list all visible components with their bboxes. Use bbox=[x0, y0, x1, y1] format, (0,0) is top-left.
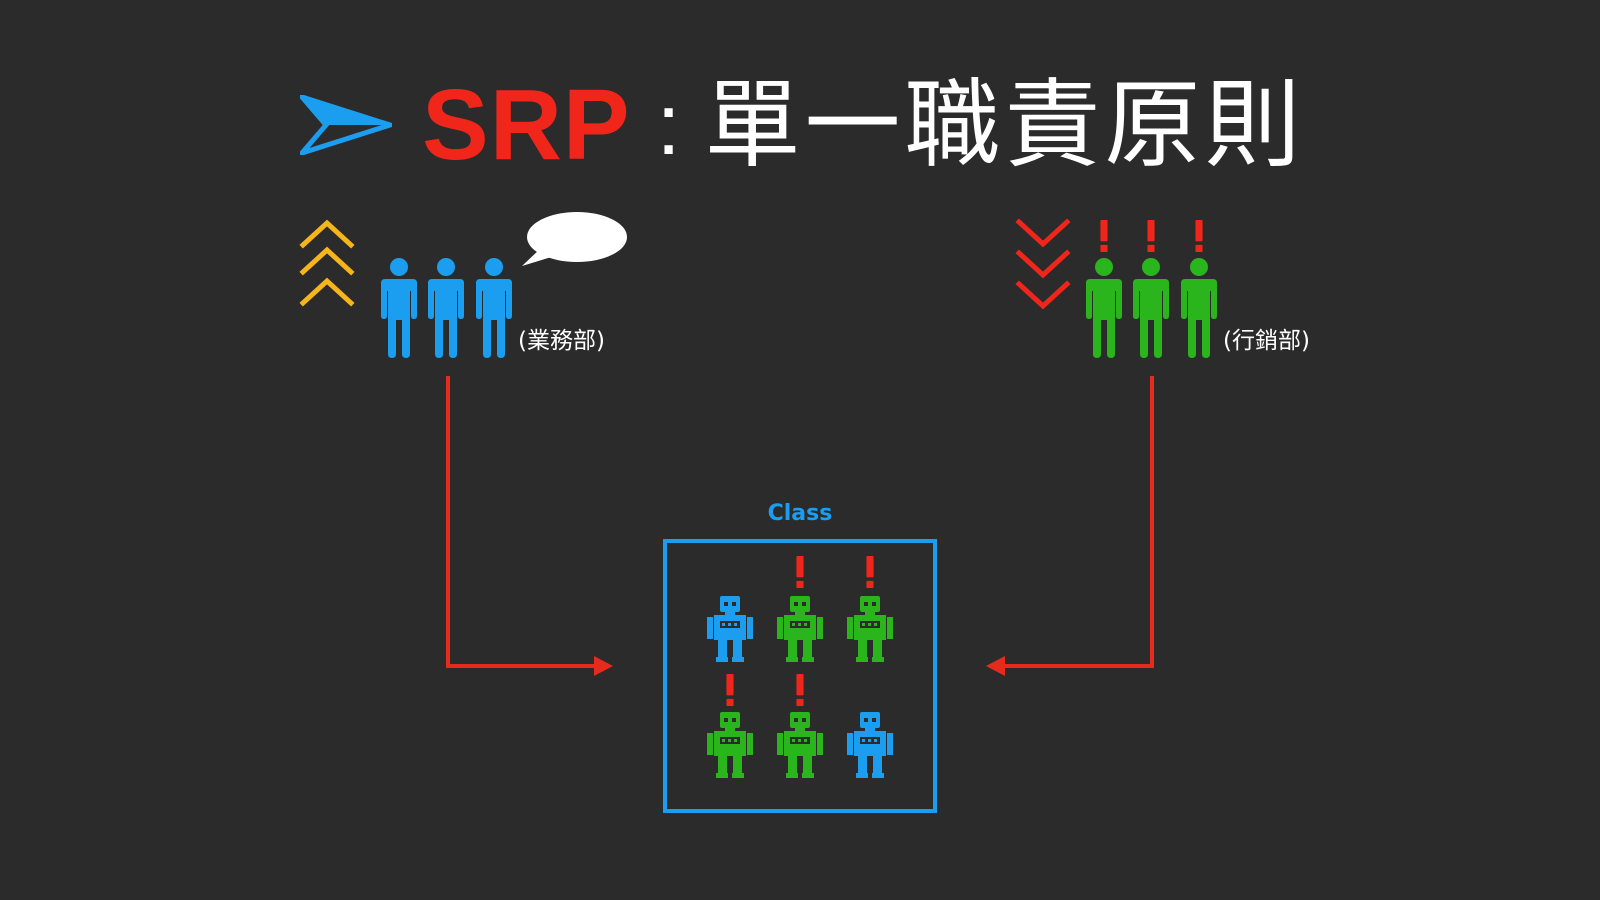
person-icon bbox=[1181, 258, 1217, 358]
priority-down-chevrons-icon bbox=[1015, 218, 1071, 310]
robot-icon bbox=[707, 712, 753, 778]
robot-icon bbox=[707, 596, 753, 662]
connector-right bbox=[986, 376, 1154, 676]
robot-icon bbox=[847, 712, 893, 778]
exclamation-icon bbox=[796, 556, 804, 588]
connector-left bbox=[446, 376, 613, 676]
arrowhead-right-icon bbox=[594, 656, 613, 676]
person-icon bbox=[428, 258, 464, 358]
arrowhead-icon bbox=[300, 95, 392, 155]
exclamation-icon bbox=[796, 674, 804, 706]
sales-team-icon bbox=[381, 258, 512, 358]
class-label: Class bbox=[767, 501, 833, 526]
sales-department-label: (業務部) bbox=[518, 328, 605, 354]
person-icon bbox=[476, 258, 512, 358]
person-icon bbox=[1133, 258, 1169, 358]
person-icon bbox=[1086, 258, 1122, 358]
class-box bbox=[663, 539, 937, 813]
speech-bubble-icon bbox=[522, 212, 627, 266]
slide-title: SRP : 單一職責原則 bbox=[300, 70, 1305, 180]
priority-up-chevrons-icon bbox=[299, 219, 355, 307]
exclamation-icon bbox=[1147, 220, 1155, 252]
alert-icons bbox=[1100, 220, 1203, 252]
arrowhead-left-icon bbox=[986, 656, 1005, 676]
robot-icon bbox=[847, 596, 893, 662]
title-separator: : bbox=[656, 77, 681, 173]
marketing-department-label: (行銷部) bbox=[1223, 328, 1310, 354]
exclamation-icon bbox=[1100, 220, 1108, 252]
title-abbreviation: SRP bbox=[422, 69, 631, 181]
robot-icon bbox=[777, 712, 823, 778]
robot-icon bbox=[777, 596, 823, 662]
exclamation-icon bbox=[1195, 220, 1203, 252]
person-icon bbox=[381, 258, 417, 358]
exclamation-icon bbox=[866, 556, 874, 588]
title-text: 單一職責原則 bbox=[704, 69, 1305, 181]
exclamation-icon bbox=[726, 674, 734, 706]
marketing-team-icon bbox=[1086, 258, 1217, 358]
